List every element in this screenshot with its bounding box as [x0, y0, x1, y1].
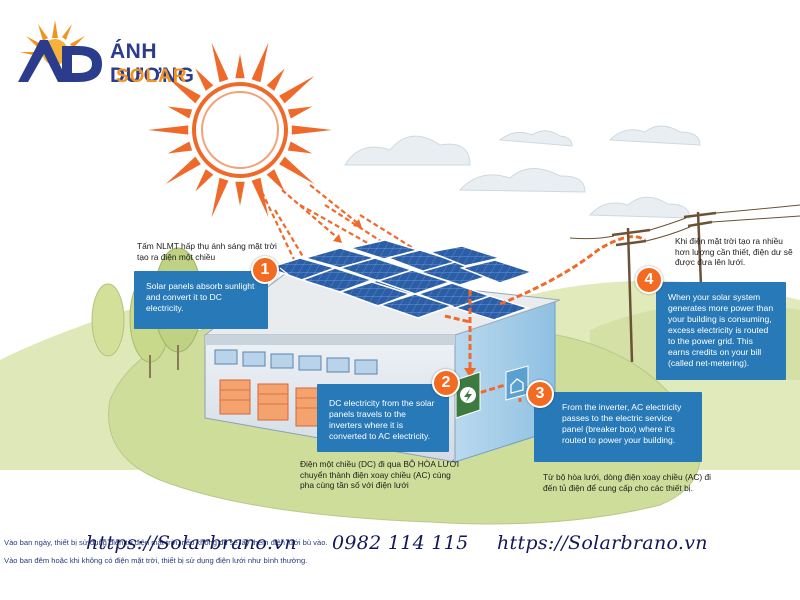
- step-1-badge: 1: [251, 256, 279, 284]
- brand-logo: ÁNH DƯƠNG SOLAR: [10, 10, 240, 90]
- sun-ray: [195, 169, 214, 192]
- sun-ray: [251, 177, 269, 218]
- sun-ray: [167, 141, 193, 154]
- watermark-phone[interactable]: 0982 114 115: [332, 532, 469, 554]
- sun-ray: [167, 106, 193, 119]
- step-1-vi-caption: Tấm NLMT hấp thụ ánh sáng mặt trời tạo r…: [137, 241, 277, 262]
- step-3-badge: 3: [526, 380, 554, 408]
- step-3-vi-caption: Từ bộ hòa lưới, dòng điện xoay chiều (AC…: [543, 472, 712, 493]
- brand-name-line2: SOLAR: [116, 66, 188, 87]
- sun-ray: [287, 106, 313, 119]
- footer-note-day: Vào ban ngày, thiết bị sử dụng điện từ đ…: [4, 538, 328, 547]
- step-2-badge: 2: [432, 369, 460, 397]
- sun-ray: [195, 68, 214, 91]
- sun-icon: [148, 42, 332, 218]
- footer-note-night: Vào ban đêm hoặc khi không có điện mặt t…: [4, 556, 308, 565]
- sun-ray: [235, 54, 245, 79]
- inverter: [455, 371, 481, 419]
- step-2-box: DC electricity from the solar panels tra…: [317, 384, 449, 452]
- sun-ray: [279, 156, 315, 185]
- solar-panels: [265, 239, 535, 321]
- logo-sun-icon: [18, 20, 102, 82]
- step-4-box: When your solar system generates more po…: [656, 282, 786, 380]
- sun-ray: [291, 125, 332, 135]
- brand-name-line1: ÁNH DƯƠNG: [110, 40, 195, 87]
- sun-ray: [148, 125, 189, 135]
- sun-ray: [251, 42, 269, 83]
- sun-ray: [266, 169, 285, 192]
- sun-ray: [266, 68, 285, 91]
- step-1-box: Solar panels absorb sunlight and convert…: [134, 271, 268, 329]
- step-3-box: From the inverter, AC electricity passes…: [534, 392, 702, 462]
- sun-ray: [279, 75, 315, 104]
- sun-ray: [211, 42, 229, 83]
- clouds: [344, 125, 701, 219]
- sun-ray: [211, 177, 229, 218]
- power-lines: [569, 204, 800, 242]
- sun-ray: [165, 75, 201, 104]
- step-4-vi-caption: Khi điện mặt trời tạo ra nhiều hơn lượng…: [675, 236, 793, 267]
- step-2-vi-caption: Điện một chiều (DC) đi qua BỘ HÒA LƯỚI c…: [300, 459, 460, 490]
- service-panel: [505, 365, 529, 401]
- step-4-badge: 4: [635, 266, 663, 294]
- house-icon: [510, 378, 524, 394]
- sun-ray: [287, 141, 313, 154]
- sun-ray: [165, 156, 201, 185]
- sun-ray: [235, 181, 245, 206]
- leader-lines: [279, 267, 291, 277]
- watermark-url-left[interactable]: https://Solarbrano.vn: [86, 532, 297, 554]
- lightning-bolt-icon: [464, 389, 472, 402]
- watermark-url-right[interactable]: https://Solarbrano.vn: [497, 532, 708, 554]
